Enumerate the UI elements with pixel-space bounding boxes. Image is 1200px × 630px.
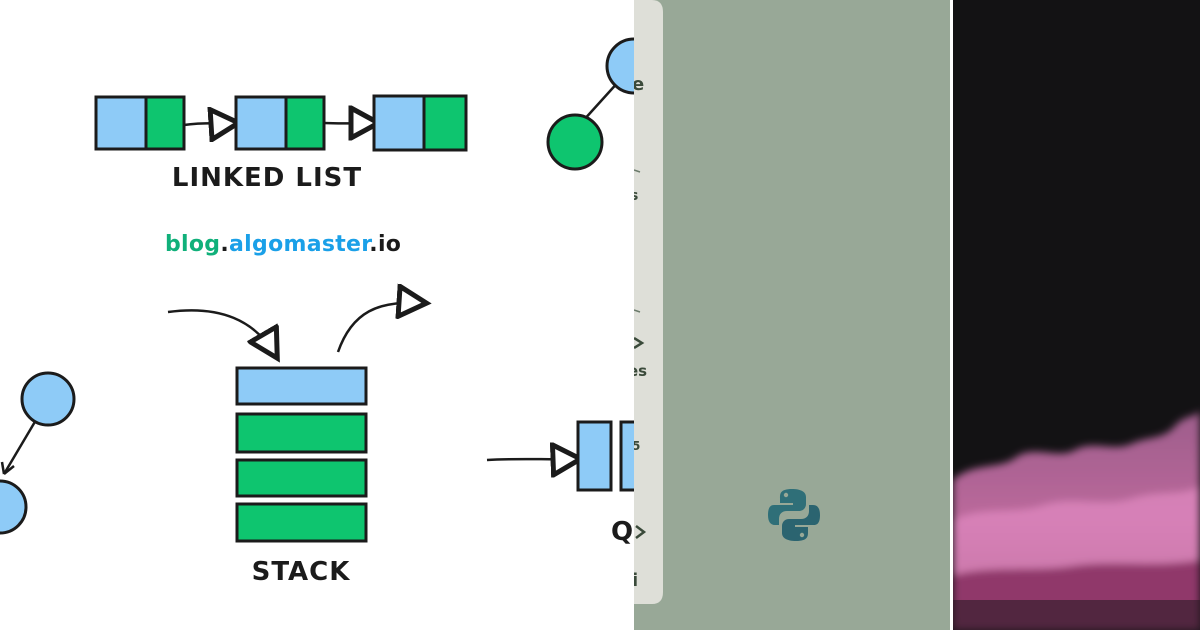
- pink-smoke-image: [953, 0, 1200, 630]
- linked-list-node: [234, 95, 326, 151]
- site-url-part3: io: [377, 232, 402, 257]
- tree-fragment-bottom: [0, 371, 76, 535]
- pink-smoke-canvas: [953, 0, 1200, 630]
- push-arrow: [167, 309, 276, 356]
- linked-list-node: [372, 94, 468, 152]
- linked-list-label: LINKED LIST: [172, 163, 362, 193]
- panel-divider: [950, 0, 953, 630]
- linked-list-diagram: LINKED LIST: [94, 94, 468, 193]
- card-fragment-text: 5: [634, 439, 640, 453]
- stack-item: [235, 458, 368, 498]
- enqueue-arrow: [486, 459, 578, 460]
- site-url-dot: .: [220, 232, 230, 257]
- linked-list-arrow: [183, 123, 236, 125]
- python-wallpaper-panel: e s es 5 i: [634, 0, 950, 630]
- queue-item: [619, 420, 634, 492]
- card-fragment-text: es: [634, 362, 647, 380]
- pop-arrow: [336, 303, 424, 353]
- stack-item: [235, 502, 368, 543]
- tree-fragment-top: [546, 37, 634, 171]
- python-logo-icon: [768, 489, 820, 541]
- stack-item-top: [235, 366, 368, 406]
- data-structures-illustration: LINKED LIST STACK: [0, 37, 634, 587]
- card-fragment-text: e: [634, 74, 644, 95]
- site-url-part2: algomaster: [229, 232, 370, 257]
- site-url-dot: .: [369, 232, 378, 257]
- python-wallpaper-canvas: e s es 5 i: [634, 0, 950, 630]
- queue-item: [576, 420, 613, 492]
- illustration-canvas: LINKED LIST STACK: [0, 37, 634, 587]
- queue-label-fragment: Q: [611, 517, 634, 547]
- stack-diagram: STACK: [167, 303, 424, 587]
- site-url: blog.algomaster.io: [165, 232, 401, 257]
- stack-item: [235, 412, 368, 454]
- stack-label: STACK: [252, 557, 351, 587]
- linked-list-node: [94, 95, 186, 151]
- queue-fragment: Q: [486, 420, 634, 547]
- card-fragment-text: i: [634, 570, 638, 591]
- card-fragment-text: s: [634, 188, 638, 204]
- card-fragment: e s es 5 i: [634, 0, 663, 604]
- site-url-part1: blog: [165, 232, 221, 257]
